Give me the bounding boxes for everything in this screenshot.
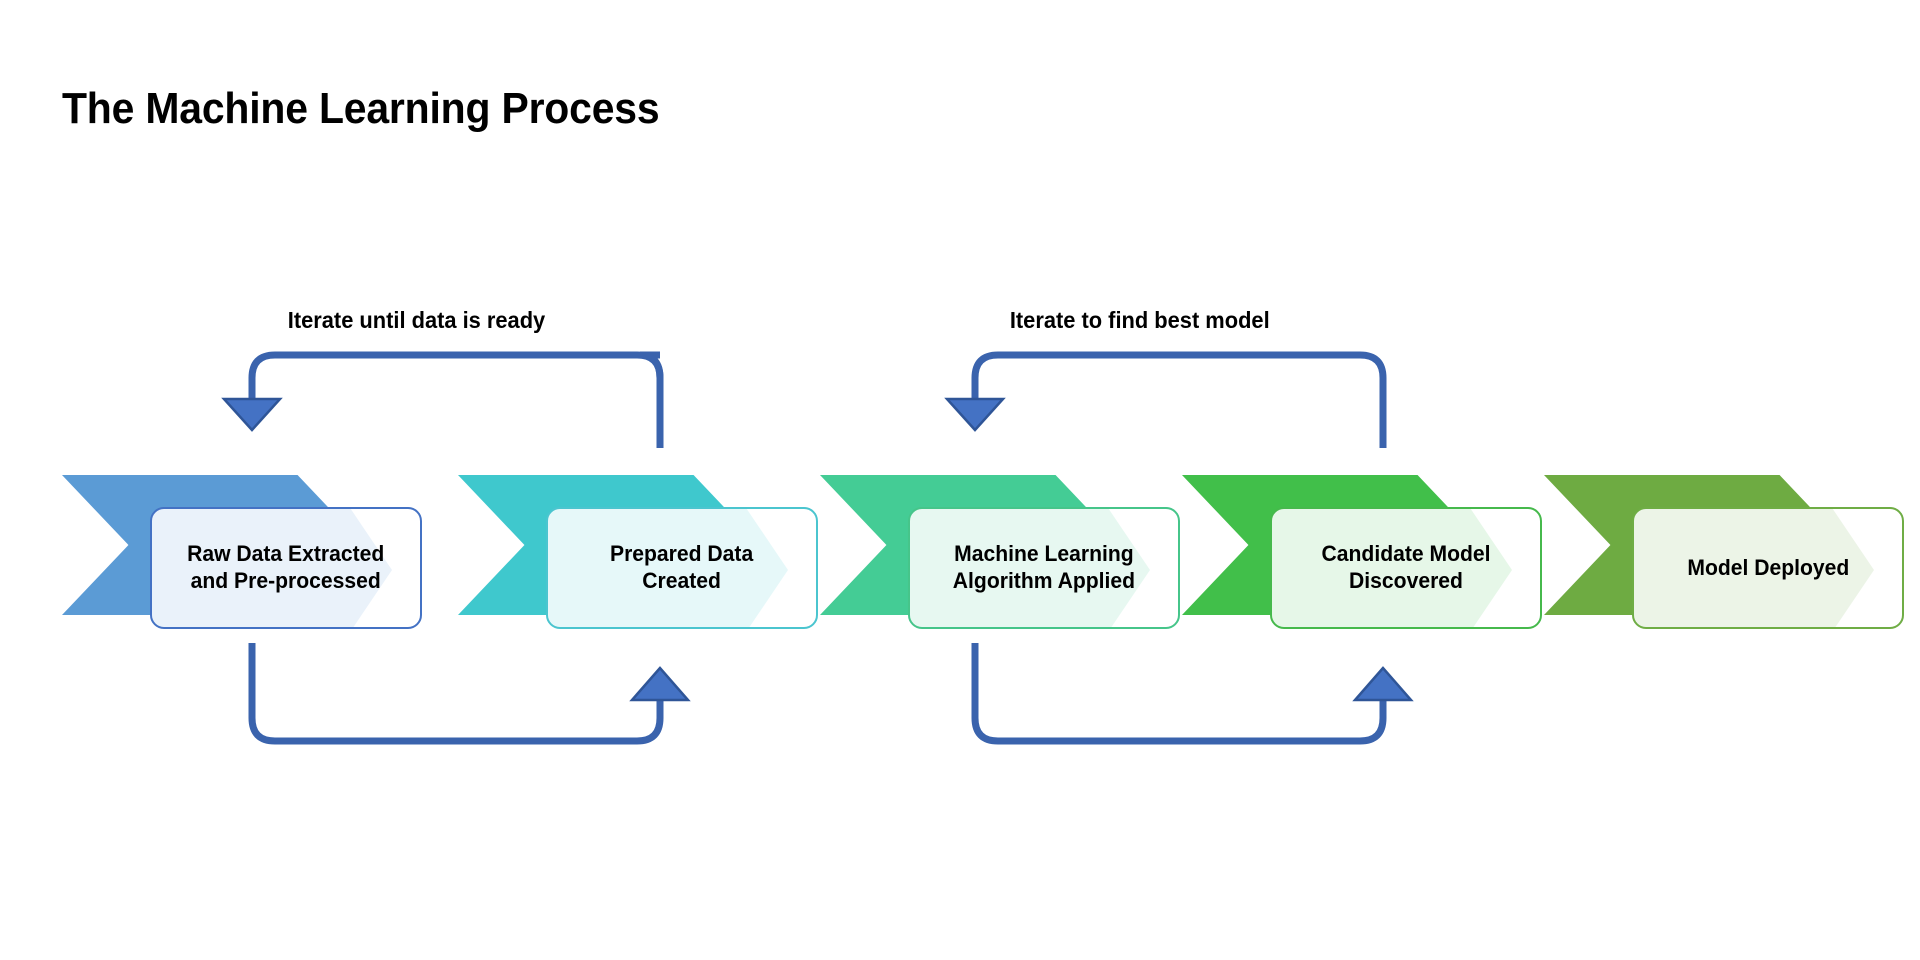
step-label-5: Model Deployed xyxy=(1677,555,1858,582)
loop-arrow-2-top xyxy=(944,351,1387,448)
process-flow-row: Raw Data Extracted and Pre-processed Pre… xyxy=(0,475,1920,635)
step-box-tint-3 xyxy=(910,509,1150,627)
loop-caption-iterate-model: Iterate to find best model xyxy=(1009,307,1270,333)
step-label-4: Candidate Model Discovered xyxy=(1312,541,1500,595)
step-label-2: Prepared Data Created xyxy=(601,541,763,595)
step-label-box-1[interactable]: Raw Data Extracted and Pre-processed xyxy=(150,507,422,629)
step-label-3-line-1: Machine Learning xyxy=(954,541,1134,567)
step-label-3: Machine Learning Algorithm Applied xyxy=(943,541,1144,595)
step-label-3-line-2: Algorithm Applied xyxy=(952,568,1136,593)
step-label-box-5[interactable]: Model Deployed xyxy=(1632,507,1904,629)
loop-arrow-2-bottom xyxy=(971,643,1414,745)
process-step-1[interactable]: Raw Data Extracted and Pre-processed xyxy=(62,475,432,635)
step-box-tint-1 xyxy=(152,509,392,627)
process-step-4[interactable]: Candidate Model Discovered xyxy=(1182,475,1552,635)
step-label-1-line-1: Raw Data Extracted xyxy=(187,541,385,567)
process-step-2[interactable]: Prepared Data Created xyxy=(458,475,828,635)
page-title: The Machine Learning Process xyxy=(62,84,660,133)
step-label-2-line-1: Prepared Data xyxy=(610,541,754,567)
step-label-4-line-2: Discovered xyxy=(1349,568,1463,593)
step-box-tint-5 xyxy=(1634,509,1874,627)
process-step-5[interactable]: Model Deployed xyxy=(1544,475,1914,635)
process-step-3[interactable]: Machine Learning Algorithm Applied xyxy=(820,475,1190,635)
step-label-2-line-2: Created xyxy=(642,568,722,593)
loop-arrow-1-top xyxy=(221,351,664,448)
step-label-box-4[interactable]: Candidate Model Discovered xyxy=(1270,507,1542,629)
step-box-tint-4 xyxy=(1272,509,1512,627)
step-label-box-2[interactable]: Prepared Data Created xyxy=(546,507,818,629)
step-box-tint-2 xyxy=(548,509,788,627)
step-label-1: Raw Data Extracted and Pre-processed xyxy=(178,541,394,595)
step-label-box-3[interactable]: Machine Learning Algorithm Applied xyxy=(908,507,1180,629)
step-label-1-line-2: and Pre-processed xyxy=(190,568,382,593)
step-label-4-line-1: Candidate Model xyxy=(1321,541,1491,567)
loop-caption-iterate-data: Iterate until data is ready xyxy=(287,307,546,333)
step-label-5-line-1: Model Deployed xyxy=(1687,554,1849,580)
loop-arrow-1-bottom xyxy=(248,643,691,745)
